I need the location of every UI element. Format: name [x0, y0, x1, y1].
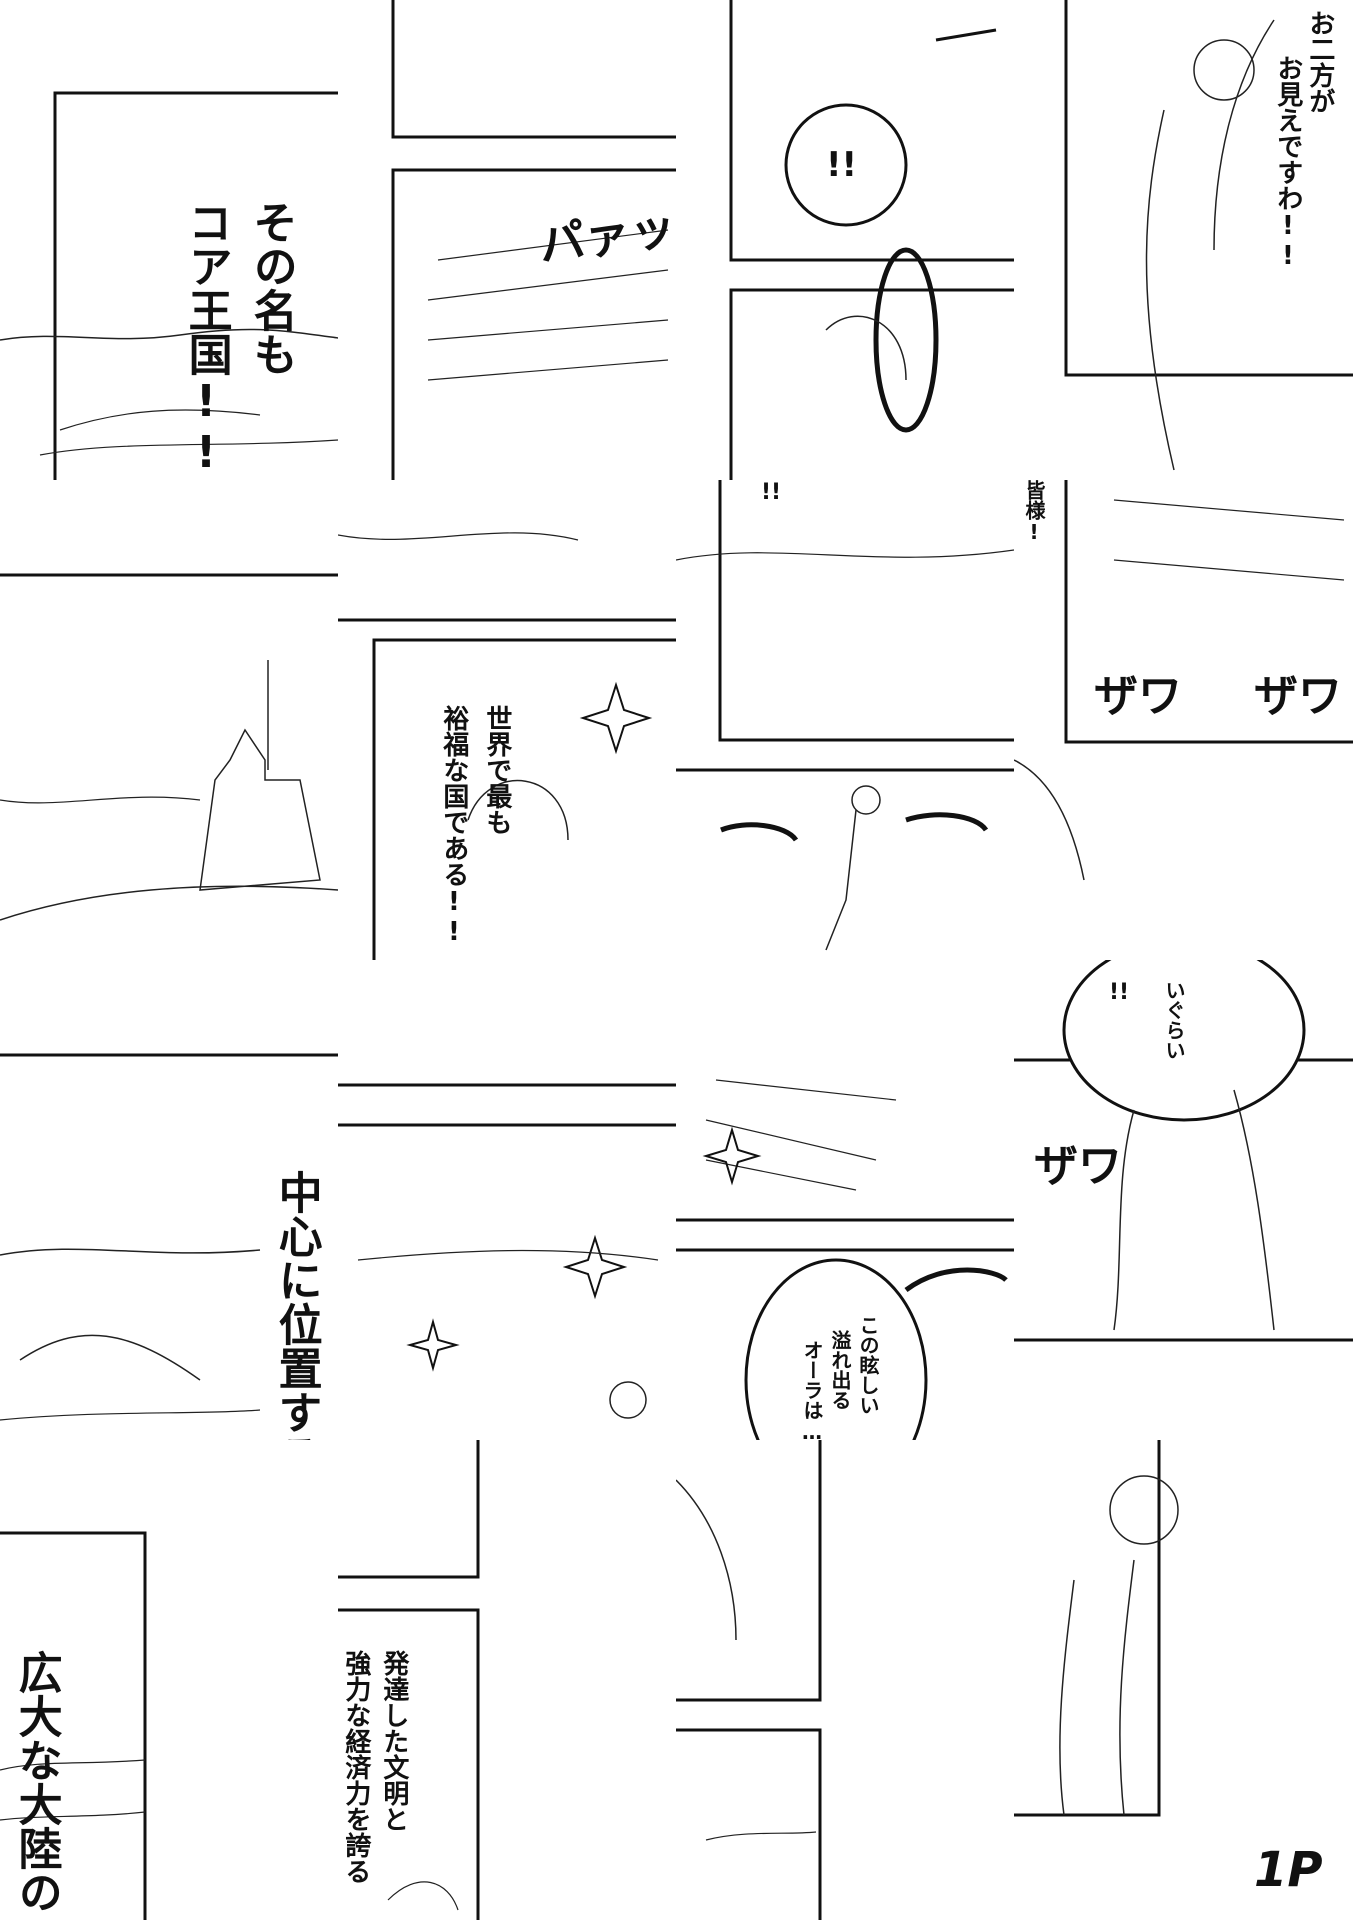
caption-aura-line2: 溢れ出る [828, 1330, 852, 1410]
panel-final: 1P [1014, 1440, 1353, 1920]
panel-kingdom-name: その名も コア王国!! [0, 0, 338, 480]
panel-surprise: !! [676, 0, 1014, 480]
panel-frame-lines [0, 1531, 147, 1920]
caption-aura-line1: この眩しい [856, 1315, 880, 1415]
sfx-zawa-3: ザワ [1034, 1141, 1122, 1192]
sfx-zawa-2: ザワ [1254, 671, 1342, 722]
panel-paa-burst: パァッ [338, 0, 676, 480]
caption-ofutakata-line1: お二方が [1304, 10, 1335, 114]
panel-crowd [338, 960, 676, 1440]
panel-richest: 世界で最も 裕福な国である!! [338, 480, 676, 960]
panel-frame-lines [1014, 1440, 1179, 1817]
panel-ofutakata: お二方が お見えですわ!! [1014, 0, 1353, 480]
panel-frame-lines [0, 573, 338, 921]
caption-sekai-de-line1: 世界で最も [481, 705, 512, 835]
caption-minasama: 皆様! [1022, 480, 1046, 544]
caption-kodai: 広大な大陸の [10, 1650, 62, 1914]
panel-center: 中心に位置する [0, 960, 338, 1440]
caption-sono-na-line2: コア王国!! [180, 200, 232, 478]
caption-igurai: いぐらい [1162, 980, 1186, 1060]
panel-frame-lines [338, 1083, 676, 1419]
caption-aura-line3: オーラは… [800, 1340, 824, 1440]
panel-castle [0, 480, 338, 960]
panel-frame-lines [676, 480, 1014, 951]
caption-chushin: 中心に位置する [270, 1170, 322, 1440]
exclaim-small-2: !! [1109, 980, 1130, 1005]
page-number: 1P [1254, 1842, 1323, 1898]
panel-ladies-walking: !! [676, 480, 1014, 960]
exclaim-bubble: !! [826, 145, 858, 185]
panel-aura: この眩しい 溢れ出る オーラは… [676, 960, 1014, 1440]
panel-frame-lines [338, 1440, 480, 1920]
panel-zawa-top: 皆様! ザワ ザワ [1014, 480, 1353, 960]
panel-frame-lines [676, 1440, 822, 1920]
panel-frame-lines [0, 91, 338, 480]
panel-frame-lines [729, 0, 1014, 480]
panel-linework [676, 1440, 1014, 1920]
caption-sono-na-line1: その名も [245, 200, 297, 376]
panel-frame-lines [1014, 480, 1353, 881]
panel-frame-lines [1014, 960, 1353, 1342]
panel-frame-lines [676, 1079, 1014, 1440]
panel-frame-lines [338, 532, 676, 960]
caption-ofutakata-line2: お見えですわ!! [1272, 55, 1303, 271]
caption-hattatsu-line2: 強力な経済力を誇る [340, 1650, 371, 1884]
caption-hattatsu-line1: 発達した文明と [378, 1650, 409, 1832]
caption-sekai-de-line2: 裕福な国である!! [438, 705, 469, 947]
panel-frame-lines [1064, 0, 1353, 471]
panel-continent: 広大な大陸の [0, 1440, 338, 1920]
sfx-zawa-1: ザワ [1094, 671, 1182, 722]
exclaim-small-1: !! [761, 480, 782, 505]
panel-civilization: 発達した文明と 強力な経済力を誇る [338, 1440, 676, 1920]
panel-frame-lines [391, 0, 676, 480]
panel-igurai: いぐらい !! ザワ [1014, 960, 1353, 1440]
panel-frame-lines [0, 1053, 338, 1421]
